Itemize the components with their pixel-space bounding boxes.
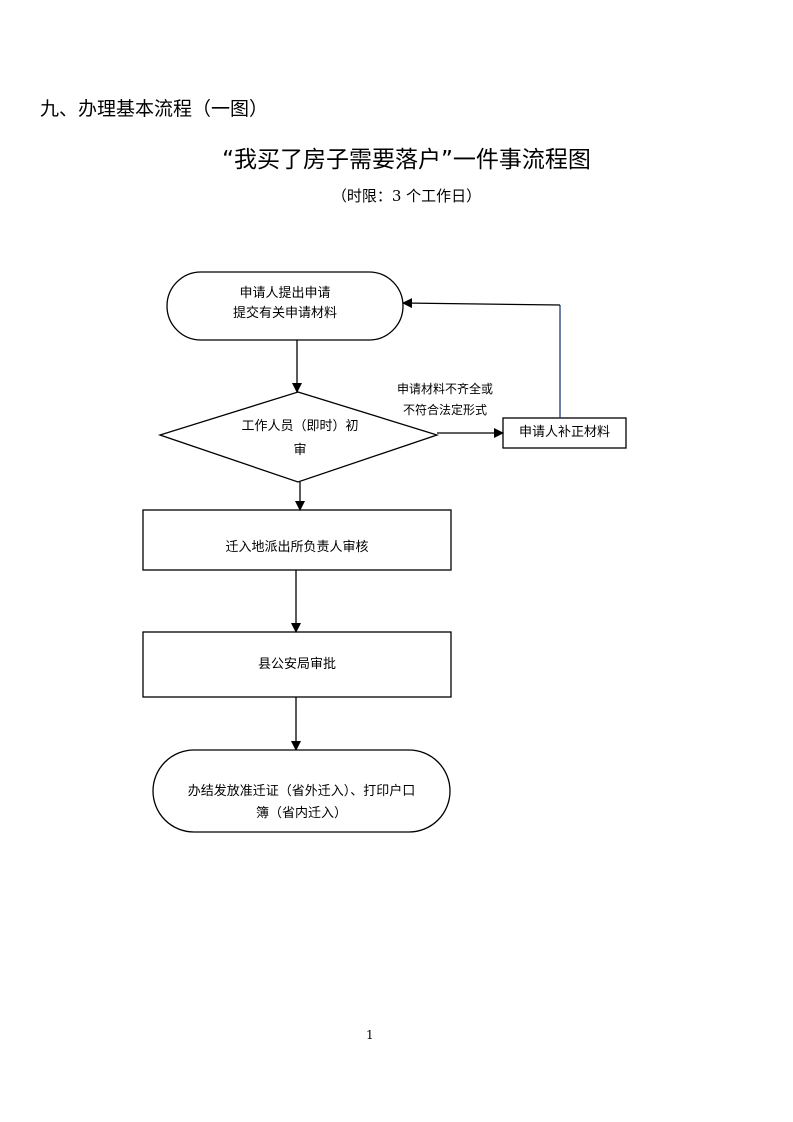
county-bureau-text: 县公安局审批 <box>257 657 336 672</box>
reject-line-1: 申请材料不齐全或 <box>396 382 493 396</box>
police-station-text: 迁入地派出所负责人审核 <box>225 540 369 555</box>
time-limit-subtitle: （时限：3 个工作日） <box>331 187 482 205</box>
supplement-box <box>502 417 627 449</box>
end-text: 办结发放准迁证（省外迁入）、打印户口 簿（省内迁入） <box>153 781 450 825</box>
supplement-text: 申请人补正材料 <box>518 425 610 440</box>
review-text: 工作人员（即时）初 审 <box>200 415 400 463</box>
review-line-2: 审 <box>293 443 307 458</box>
start-line-1: 申请人提出申请 <box>239 286 331 301</box>
end-line-1: 办结发放准迁证（省外迁入）、打印户口 <box>187 784 416 799</box>
police-station-box <box>142 509 452 571</box>
start-text: 申请人提出申请 提交有关申请材料 <box>167 284 403 324</box>
section-heading: 九、办理基本流程（一图） <box>40 98 269 120</box>
county-bureau-box <box>142 631 452 698</box>
arrow-feedback-to-start <box>402 298 561 309</box>
end-line-2: 簿（省内迁入） <box>255 806 347 821</box>
page-title: “我买了房子需要落户”一件事流程图 <box>222 147 591 173</box>
review-line-1: 工作人员（即时）初 <box>241 419 359 434</box>
end-terminator <box>152 749 451 833</box>
reject-line-2: 不符合法定形式 <box>402 403 487 417</box>
review-decision-diamond <box>157 391 440 483</box>
start-line-2: 提交有关申请材料 <box>232 306 337 321</box>
page-number: 1 <box>366 1028 374 1042</box>
reject-condition-label: 申请材料不齐全或 不符合法定形式 <box>380 379 510 421</box>
